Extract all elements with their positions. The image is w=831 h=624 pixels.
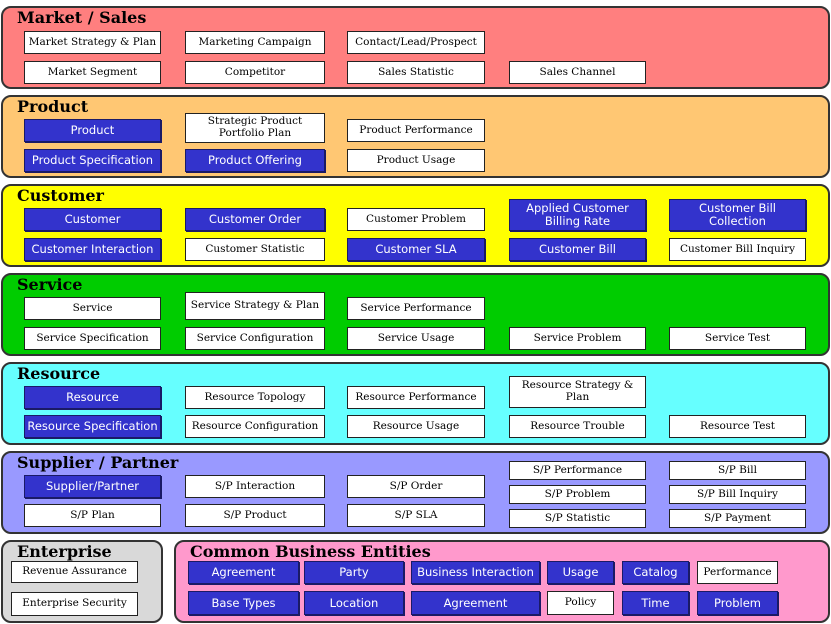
entity-sp-plan[interactable]: S/P Plan <box>24 504 161 527</box>
entity-sp-problem[interactable]: S/P Problem <box>509 485 646 504</box>
entity-sp-product[interactable]: S/P Product <box>185 504 325 527</box>
entity-sp-order[interactable]: S/P Order <box>347 475 485 498</box>
entity-usage[interactable]: Usage <box>547 561 614 584</box>
common-business-entities-title: Common Business Entities <box>190 542 431 561</box>
product-title: Product <box>17 97 89 116</box>
entity-resource-usage[interactable]: Resource Usage <box>347 415 485 438</box>
entity-customer-problem[interactable]: Customer Problem <box>347 208 485 231</box>
entity-location[interactable]: Location <box>304 591 404 615</box>
entity-customer-order[interactable]: Customer Order <box>185 208 325 231</box>
entity-sp-performance[interactable]: S/P Performance <box>509 461 646 480</box>
entity-resource-configuration[interactable]: Resource Configuration <box>185 415 325 438</box>
entity-resource[interactable]: Resource <box>24 386 161 409</box>
entity-product-offering[interactable]: Product Offering <box>185 149 325 172</box>
entity-time[interactable]: Time <box>622 591 689 615</box>
entity-sp-statistic[interactable]: S/P Statistic <box>509 509 646 528</box>
entity-resource-trouble[interactable]: Resource Trouble <box>509 415 646 438</box>
market-sales-title: Market / Sales <box>17 8 147 27</box>
entity-customer-bill-inquiry[interactable]: Customer Bill Inquiry <box>669 238 806 261</box>
entity-marketing-campaign[interactable]: Marketing Campaign <box>185 31 325 54</box>
entity-service-usage[interactable]: Service Usage <box>347 327 485 350</box>
customer-title: Customer <box>17 186 104 205</box>
entity-service-strategy-plan[interactable]: Service Strategy & Plan <box>185 292 325 320</box>
supplier-partner-title: Supplier / Partner <box>17 453 179 472</box>
entity-supplier-partner[interactable]: Supplier/Partner <box>24 475 161 498</box>
entity-resource-specification[interactable]: Resource Specification <box>24 415 161 438</box>
entity-resource-strategy-plan[interactable]: Resource Strategy & Plan <box>509 376 646 408</box>
entity-party[interactable]: Party <box>304 561 404 584</box>
entity-sp-sla[interactable]: S/P SLA <box>347 504 485 527</box>
entity-base-types[interactable]: Base Types <box>188 591 299 615</box>
entity-product-usage[interactable]: Product Usage <box>347 149 485 172</box>
entity-performance[interactable]: Performance <box>697 561 778 584</box>
entity-competitor[interactable]: Competitor <box>185 61 325 84</box>
entity-customer[interactable]: Customer <box>24 208 161 231</box>
entity-agreement[interactable]: Agreement <box>188 561 299 584</box>
entity-sp-bill-inquiry[interactable]: S/P Bill Inquiry <box>669 485 806 504</box>
resource-title: Resource <box>17 364 101 383</box>
entity-service-specification[interactable]: Service Specification <box>24 327 161 350</box>
entity-strategic-product-portfolio-plan[interactable]: Strategic Product Portfolio Plan <box>185 113 325 143</box>
entity-problem[interactable]: Problem <box>697 591 778 615</box>
entity-service-performance[interactable]: Service Performance <box>347 297 485 320</box>
entity-customer-bill-collection[interactable]: Customer Bill Collection <box>669 199 806 231</box>
entity-contact-lead-prospect[interactable]: Contact/Lead/Prospect <box>347 31 485 54</box>
entity-sp-payment[interactable]: S/P Payment <box>669 509 806 528</box>
entity-product-specification[interactable]: Product Specification <box>24 149 161 172</box>
entity-revenue-assurance[interactable]: Revenue Assurance <box>11 561 138 583</box>
entity-service-test[interactable]: Service Test <box>669 327 806 350</box>
entity-policy[interactable]: Policy <box>547 591 614 615</box>
entity-service-configuration[interactable]: Service Configuration <box>185 327 325 350</box>
entity-service[interactable]: Service <box>24 297 161 320</box>
entity-sp-bill[interactable]: S/P Bill <box>669 461 806 480</box>
entity-product-performance[interactable]: Product Performance <box>347 119 485 142</box>
entity-resource-topology[interactable]: Resource Topology <box>185 386 325 409</box>
entity-agreement-2[interactable]: Agreement <box>411 591 540 615</box>
entity-sales-channel[interactable]: Sales Channel <box>509 61 646 84</box>
entity-applied-customer-billing-rate[interactable]: Applied Customer Billing Rate <box>509 199 646 231</box>
entity-catalog[interactable]: Catalog <box>622 561 689 584</box>
entity-customer-bill[interactable]: Customer Bill <box>509 238 646 261</box>
entity-sales-statistic[interactable]: Sales Statistic <box>347 61 485 84</box>
entity-customer-statistic[interactable]: Customer Statistic <box>185 238 325 261</box>
entity-resource-performance[interactable]: Resource Performance <box>347 386 485 409</box>
entity-enterprise-security[interactable]: Enterprise Security <box>11 592 138 616</box>
service-title: Service <box>17 275 83 294</box>
entity-sp-interaction[interactable]: S/P Interaction <box>185 475 325 498</box>
entity-customer-interaction[interactable]: Customer Interaction <box>24 238 161 261</box>
entity-product[interactable]: Product <box>24 119 161 142</box>
entity-resource-test[interactable]: Resource Test <box>669 415 806 438</box>
entity-market-strategy-plan[interactable]: Market Strategy & Plan <box>24 31 161 54</box>
entity-business-interaction[interactable]: Business Interaction <box>411 561 540 584</box>
entity-service-problem[interactable]: Service Problem <box>509 327 646 350</box>
entity-market-segment[interactable]: Market Segment <box>24 61 161 84</box>
entity-customer-sla[interactable]: Customer SLA <box>347 238 485 261</box>
enterprise-title: Enterprise <box>17 542 112 561</box>
